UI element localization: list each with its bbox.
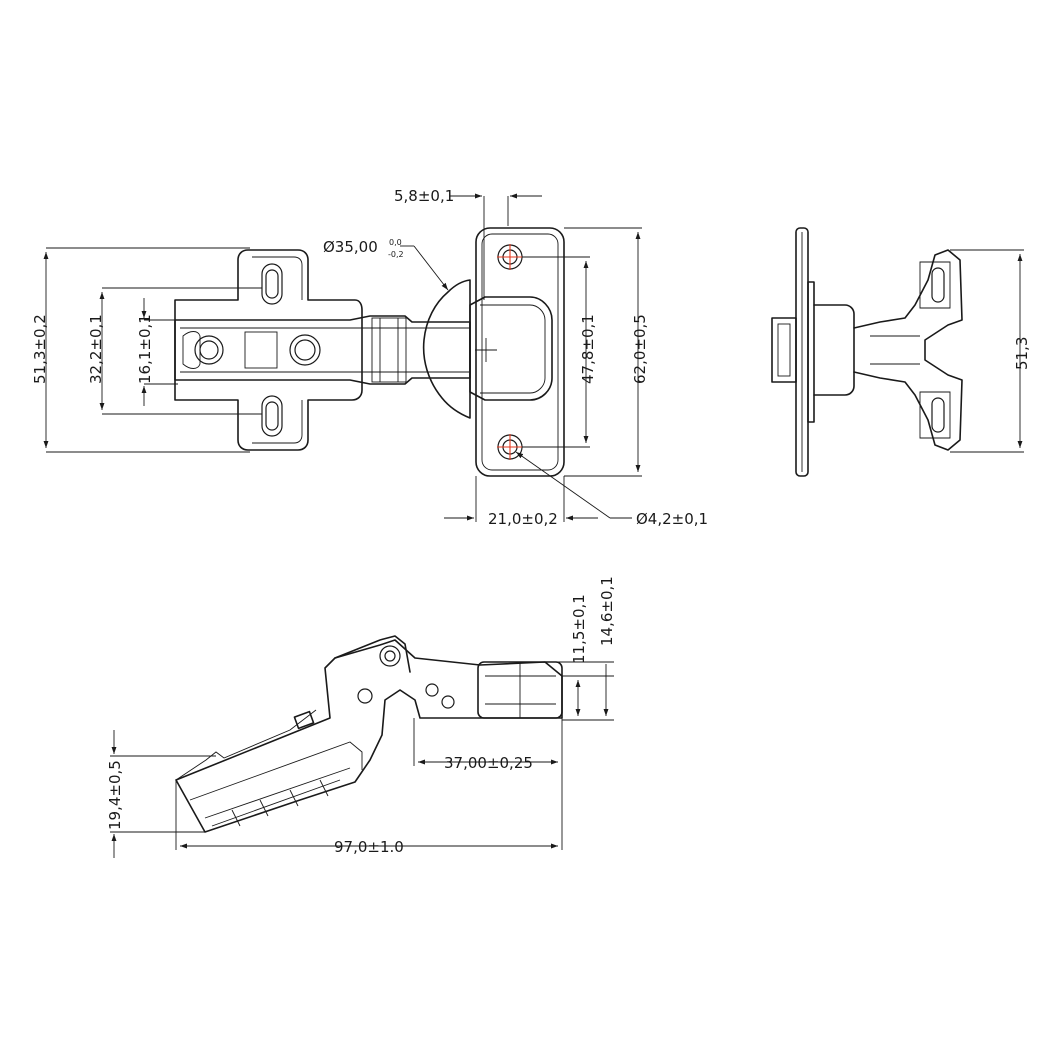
cup-total-depth-label: 14,6±0,1 bbox=[598, 576, 616, 646]
cup-outline bbox=[422, 279, 471, 419]
cup-tol-lower-label: -0,2 bbox=[388, 250, 404, 259]
plate-height-label: 62,0±0,5 bbox=[631, 314, 649, 384]
side-view-dimensions bbox=[950, 249, 1024, 453]
base-height-label: 19,4±0,5 bbox=[106, 760, 124, 830]
top-view bbox=[174, 227, 565, 477]
side-view bbox=[771, 227, 963, 477]
slot-spacing-label: 32,2±0,1 bbox=[87, 314, 105, 384]
cup-depth-label: 11,5±0,1 bbox=[570, 594, 588, 664]
overall-length-label: 97,0±1.0 bbox=[334, 838, 404, 856]
hole-diameter-label: Ø4,2±0,1 bbox=[636, 510, 708, 528]
front-view bbox=[175, 635, 563, 833]
plate-hole-spacing-label: 47,8±0,1 bbox=[579, 314, 597, 384]
mounting-plate bbox=[475, 227, 565, 477]
hinge-arm bbox=[174, 315, 471, 385]
plate-width-label: 21,0±0,2 bbox=[488, 510, 558, 528]
side-height-label: 51,3 bbox=[1013, 337, 1031, 370]
front-view-dimensions bbox=[110, 661, 614, 858]
offset-label: 5,8±0,1 bbox=[394, 187, 454, 205]
cup-diameter-label: Ø35,00 bbox=[323, 238, 378, 256]
base-plate bbox=[174, 249, 363, 451]
cup-center-label: 37,00±0,25 bbox=[444, 754, 533, 772]
top-view-dimensions bbox=[43, 193, 642, 522]
cup-tol-upper-label: 0,0 bbox=[389, 238, 402, 247]
slot-half-label: 16,1±0,1 bbox=[136, 314, 154, 384]
overall-height-label: 51,3±0,2 bbox=[31, 314, 49, 384]
hinge-body bbox=[175, 639, 563, 833]
